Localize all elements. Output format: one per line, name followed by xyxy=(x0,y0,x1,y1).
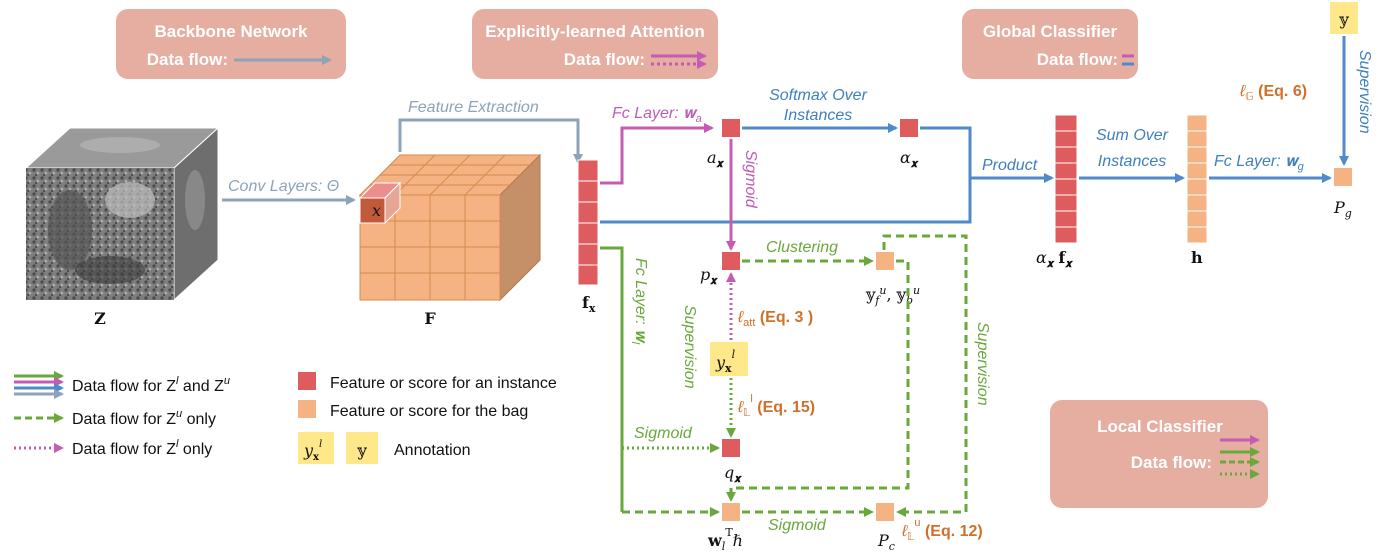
node-Pg-label: Pg xyxy=(1333,198,1352,220)
section-attention: Explicitly-learned Attention Data flow: xyxy=(472,9,718,79)
svg-text:𝕪: 𝕪 xyxy=(356,441,367,460)
node-h-label: 𝐡 xyxy=(1191,248,1203,267)
softmax-label-2: Instances xyxy=(784,107,852,124)
legend-annotation-label: Annotation xyxy=(394,442,471,459)
fc-wl-label: Fc Layer: 𝐰l xyxy=(629,258,649,345)
legend-annotation-bb xyxy=(346,432,378,464)
node-qx-label: q𝐱 xyxy=(724,463,742,485)
feature-cube xyxy=(358,153,542,302)
section-local-title: Local Classifier xyxy=(1097,417,1223,436)
node-wlh xyxy=(722,503,740,521)
softmax-label-1: Softmax Over xyxy=(769,87,867,104)
node-Pc-label: Pc xyxy=(877,531,895,553)
node-alphax xyxy=(900,119,918,137)
feature-extraction-arrow xyxy=(398,118,583,164)
node-px xyxy=(722,252,740,270)
node-Z-label: 𝐙 xyxy=(94,309,106,328)
supervision-right-arrow xyxy=(882,234,968,517)
legend-l-only-label: Data flow for Zl only xyxy=(72,438,212,458)
node-ax xyxy=(722,119,740,137)
loss-global: ℓ𝔾 (Eq. 6) xyxy=(1239,83,1307,103)
sigmoid-bottom-label: Sigmoid xyxy=(768,517,827,534)
section-backbone: Backbone Network Data flow: xyxy=(116,9,346,79)
node-Pc xyxy=(876,503,894,521)
supervision-mid-label: Supervision xyxy=(681,305,698,389)
legend-instance-label: Feature or score for an instance xyxy=(330,375,557,392)
section-local-flow: Data flow: xyxy=(1131,453,1212,472)
node-F-label: 𝐅 xyxy=(424,309,436,328)
h-vector xyxy=(1186,114,1208,244)
alpha-fx-vector xyxy=(1054,114,1078,244)
node-yfu xyxy=(876,252,894,270)
supervision-right-label: Supervision xyxy=(974,322,991,406)
node-y-top-label: 𝕪 xyxy=(1338,10,1349,29)
loss-att: ℓatt (Eq. 3 ) xyxy=(737,309,813,329)
node-Pg xyxy=(1334,168,1352,186)
clustering-label: Clustering xyxy=(766,239,838,256)
supervision-top-label: Supervision xyxy=(1356,50,1373,134)
node-x-label: x xyxy=(372,201,381,220)
section-global-flow: Data flow: xyxy=(1037,50,1118,69)
alpha-to-product-arrow xyxy=(920,126,1054,183)
sigmoid-vertical-label: Sigmoid xyxy=(742,150,759,209)
fx-vector xyxy=(577,159,599,286)
node-ylx xyxy=(710,342,748,376)
fc-wl-line xyxy=(600,246,624,512)
node-fx-label: 𝐟𝐱 xyxy=(582,293,596,315)
fc-wg-label: Fc Layer: 𝐰g xyxy=(1214,153,1305,173)
legend: Data flow for Zl and Zu Data flow for Zu… xyxy=(14,371,557,464)
node-ylx-label: y𝐱l xyxy=(715,348,736,375)
node-ax-label: a𝐱 xyxy=(707,148,725,170)
fc-wa-label: Fc Layer: 𝐰a xyxy=(612,105,702,125)
fx-to-product-arrow xyxy=(600,178,972,224)
legend-both-label: Data flow for Zl and Zu xyxy=(72,375,230,395)
sum-label-1: Sum Over xyxy=(1096,127,1169,144)
product-label: Product xyxy=(982,157,1038,174)
section-attention-flow: Data flow: xyxy=(564,50,645,69)
legend-instance-swatch xyxy=(298,372,316,390)
conv-label: Conv Layers: Θ xyxy=(228,178,339,195)
fc-wa-arrow xyxy=(600,123,714,185)
node-alphax-label: α𝐱 xyxy=(900,148,919,170)
legend-bag-swatch xyxy=(298,400,316,418)
legend-u-only-label: Data flow for Zu only xyxy=(72,408,216,428)
node-wlh-label: 𝐰lTℏ xyxy=(707,526,743,553)
section-backbone-title: Backbone Network xyxy=(154,22,308,41)
loss-l12: ℓ𝕃u (Eq. 12) xyxy=(901,517,983,543)
node-alphafx-label: α𝐱 𝐟𝐱 xyxy=(1036,248,1073,270)
node-px-label: p𝐱 xyxy=(700,265,718,287)
legend-bag-label: Feature or score for the bag xyxy=(330,403,528,420)
section-local: Local Classifier Data flow: xyxy=(1050,400,1268,508)
node-yfu-label: 𝕪fu, 𝕪bu xyxy=(865,284,920,307)
cluster-to-wlh-arrow xyxy=(726,259,910,502)
sigmoid-left-label: Sigmoid xyxy=(634,425,693,442)
node-qx xyxy=(722,439,740,457)
sum-label-2: Instances xyxy=(1098,153,1166,170)
legend-annotation-y xyxy=(298,432,334,464)
node-y-top xyxy=(1330,2,1358,34)
section-global-title: Global Classifier xyxy=(983,22,1118,41)
loss-l15: ℓ𝕃l (Eq. 15) xyxy=(737,393,815,419)
ct-volume-image xyxy=(24,126,220,302)
section-backbone-flow: Data flow: xyxy=(147,50,228,69)
feature-extraction-label: Feature Extraction xyxy=(408,99,539,116)
svg-text:y𝐱l: y𝐱l xyxy=(303,439,322,463)
section-global: Global Classifier Data flow: xyxy=(962,9,1138,79)
section-attention-title: Explicitly-learned Attention xyxy=(485,22,704,41)
